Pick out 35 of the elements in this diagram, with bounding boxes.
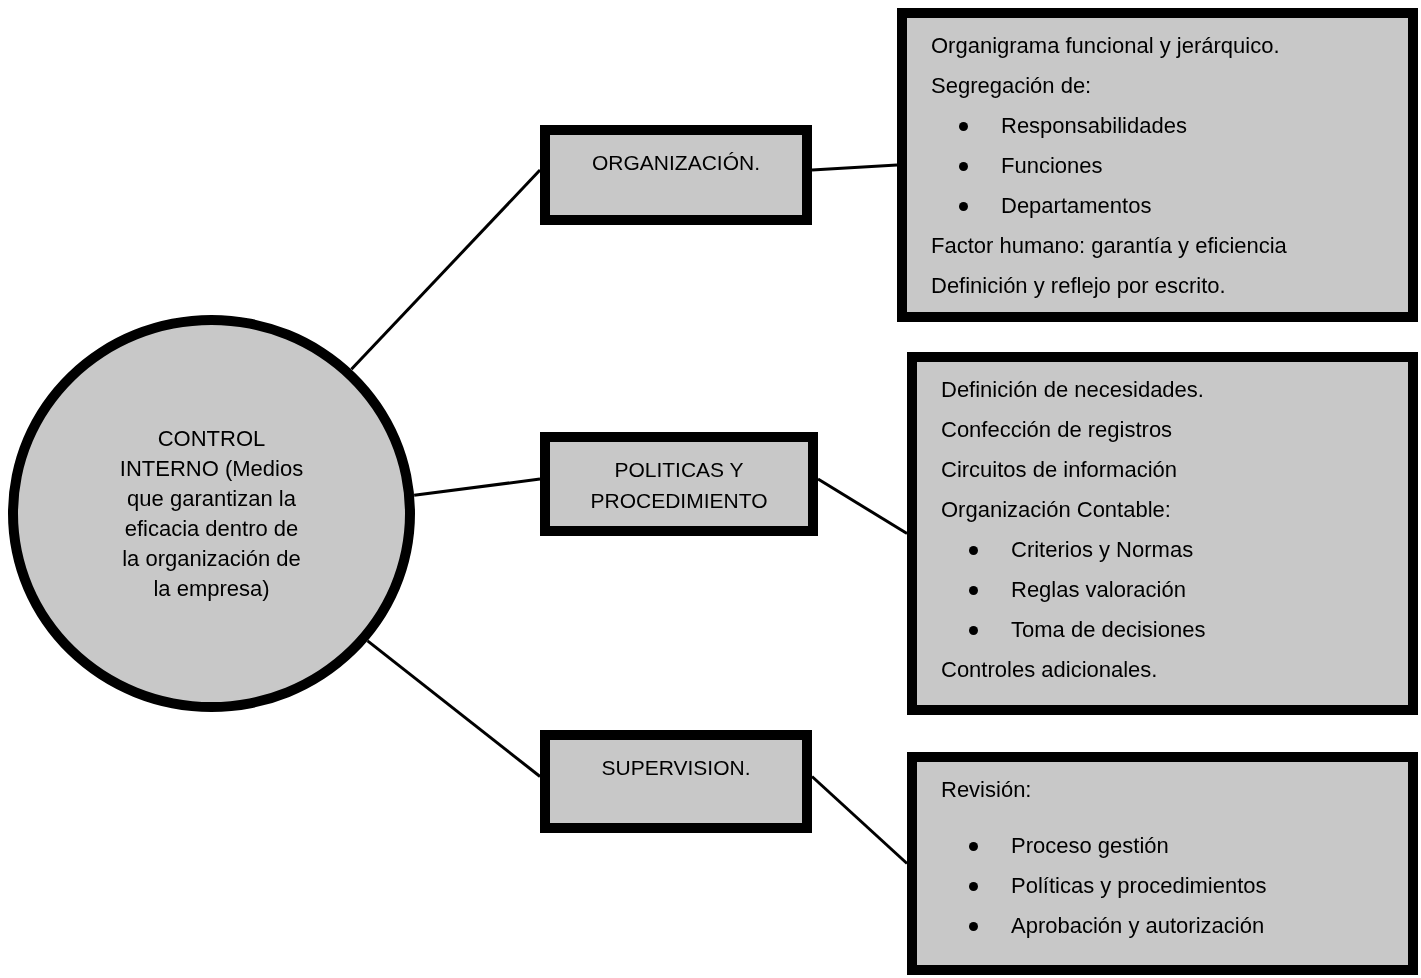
node-text: CONTROL INTERNO (Medios que garantizan la eficacia dentro de la organización de la empresa) bbox=[118, 424, 305, 603]
detail-text: Segregación de: bbox=[931, 72, 1093, 100]
connector-line bbox=[811, 163, 898, 172]
detail-text: Confección de registros bbox=[941, 416, 1174, 444]
connector-line bbox=[817, 477, 908, 535]
detail-text: Definición de necesidades. bbox=[941, 376, 1205, 404]
list-item: Políticas y procedimientos bbox=[1011, 872, 1267, 900]
node-text: SUPERVISION. bbox=[600, 755, 752, 781]
connector-line bbox=[811, 775, 908, 865]
detail-box bbox=[907, 352, 1418, 715]
detail-box bbox=[897, 8, 1418, 322]
list-item: Funciones bbox=[1001, 152, 1103, 180]
category-box bbox=[540, 730, 812, 833]
list-item: Criterios y Normas bbox=[1011, 536, 1194, 564]
detail-text: Circuitos de información bbox=[941, 456, 1178, 484]
connector-line bbox=[366, 639, 541, 778]
category-box bbox=[540, 125, 812, 225]
node-text: ORGANIZACIÓN. bbox=[591, 150, 761, 176]
list-item: Proceso gestión bbox=[1011, 832, 1169, 860]
list-item: Reglas valoración bbox=[1011, 576, 1186, 604]
detail-box bbox=[907, 752, 1418, 975]
list-item: Aprobación y autorización bbox=[1011, 912, 1265, 940]
detail-text: Controles adicionales. bbox=[941, 656, 1159, 684]
connector-line bbox=[413, 477, 541, 497]
list-item: Departamentos bbox=[1001, 192, 1152, 220]
node-text: POLITICAS Y PROCEDIMIENTO bbox=[589, 457, 769, 514]
detail-text: Factor humano: garantía y eficiencia bbox=[931, 232, 1288, 260]
detail-text: Organización Contable: bbox=[941, 496, 1172, 524]
connector-line bbox=[350, 168, 542, 371]
detail-text: Revisión: bbox=[941, 776, 1033, 804]
list-item: Toma de decisiones bbox=[1011, 616, 1206, 644]
category-box bbox=[540, 432, 818, 536]
list-item: Responsabilidades bbox=[1001, 112, 1187, 140]
detail-text: Definición y reflejo por escrito. bbox=[931, 272, 1227, 300]
detail-text: Organigrama funcional y jerárquico. bbox=[931, 32, 1281, 60]
